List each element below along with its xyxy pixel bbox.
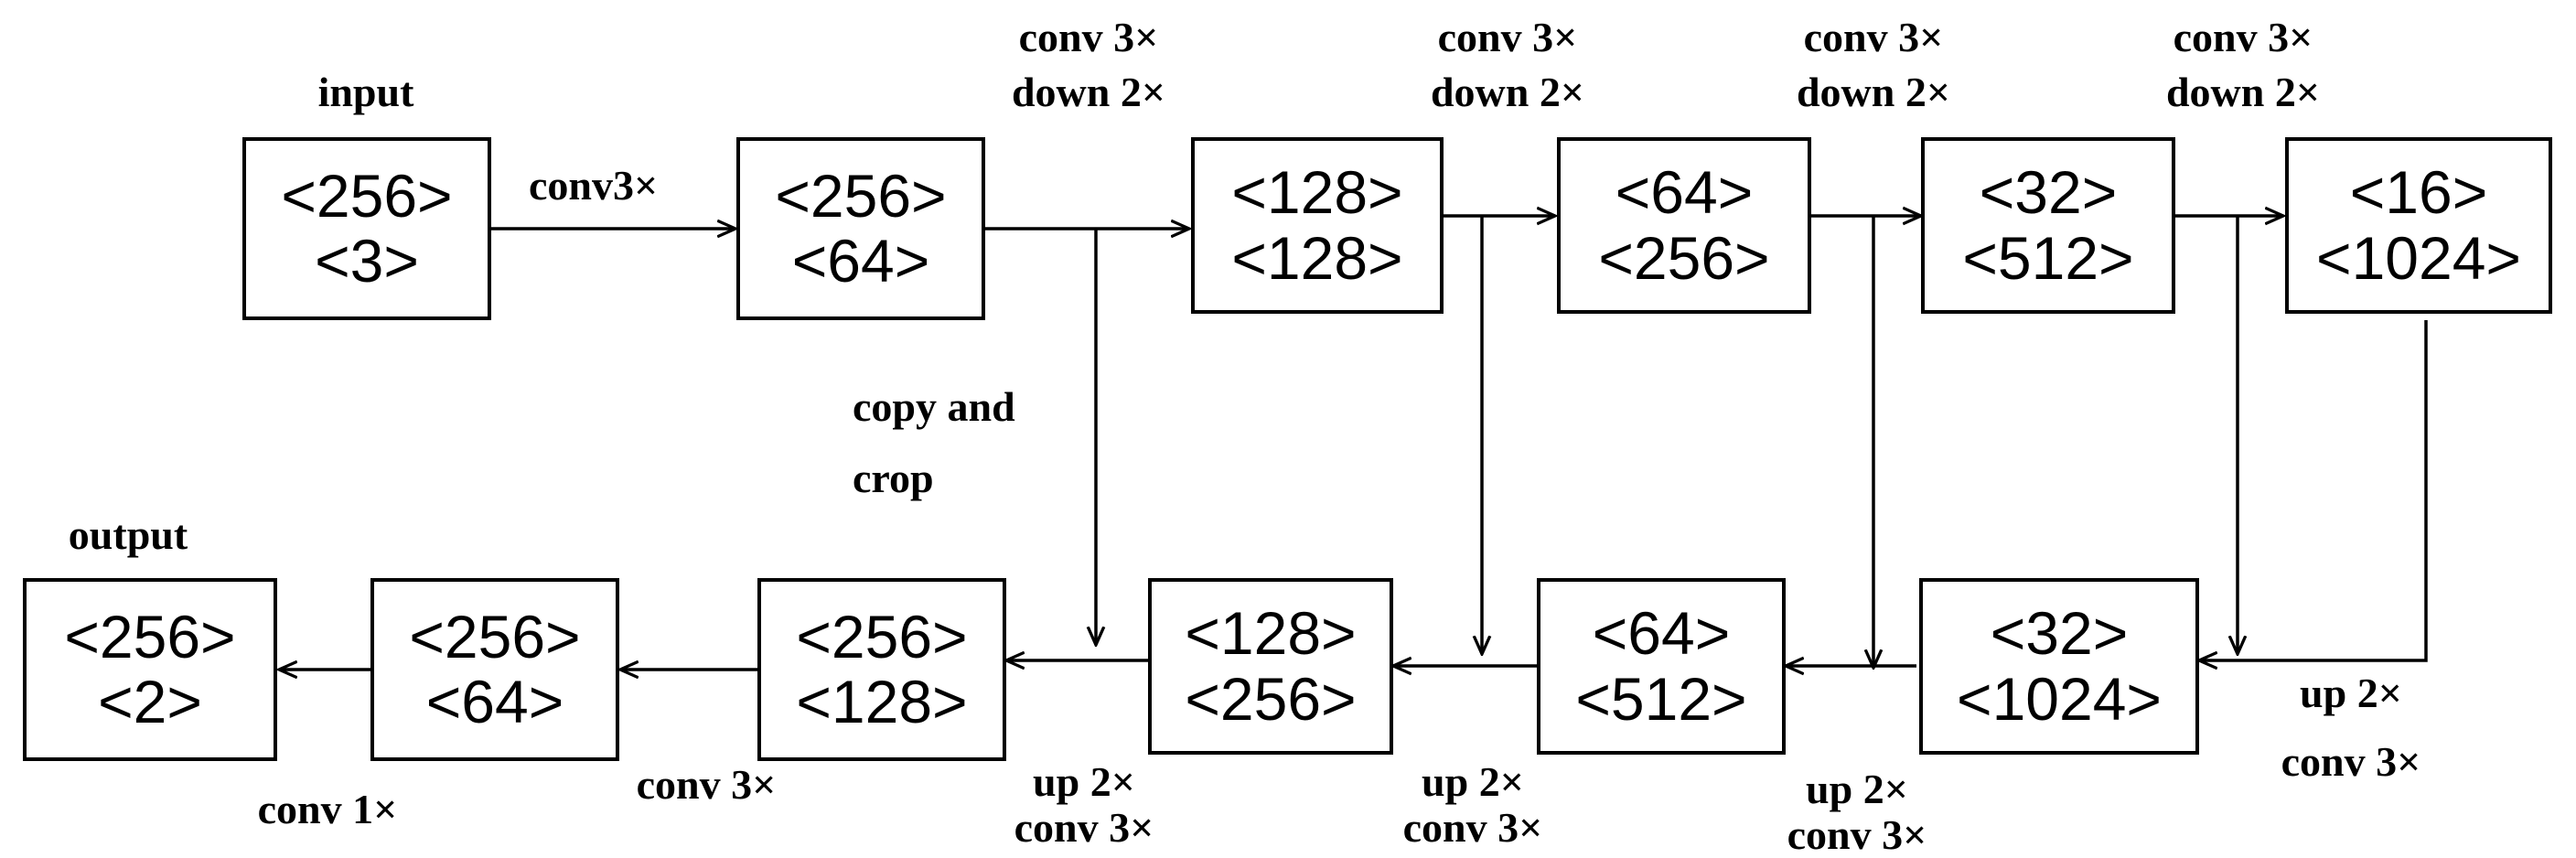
block-channels: <64> [791, 227, 930, 295]
block-size: <32> [1979, 158, 2118, 227]
block-channels: <64> [425, 668, 564, 735]
arrow-e6-d6 [2199, 320, 2428, 660]
encoder-block-5: <32> <512> [1921, 137, 2175, 314]
block-channels: <1024> [1957, 664, 2162, 733]
decoder-block-2: <256> <64> [370, 578, 619, 761]
label-down4-down: down 2× [2165, 69, 2321, 115]
label-down3-conv: conv 3× [1803, 14, 1944, 60]
block-size: <128> [1231, 158, 1403, 227]
block-size: <64> [1592, 599, 1731, 668]
block-channels: <256> [1185, 664, 1357, 733]
block-size: <64> [1615, 158, 1754, 227]
block-size: <256> [64, 602, 236, 670]
label-copy-crop-2: crop [853, 455, 934, 501]
decoder-block-4: <128> <256> [1148, 578, 1393, 755]
encoder-block-4: <64> <256> [1557, 137, 1811, 314]
label-dec-conv3: conv 3× [636, 761, 777, 808]
block-size: <256> [796, 602, 968, 670]
block-channels: <1024> [2316, 223, 2521, 292]
output-title: output [68, 511, 188, 558]
label-down1-down: down 2× [1011, 69, 1166, 115]
label-copy-crop-1: copy and [853, 383, 1015, 430]
label-up1-up: up 2× [1033, 758, 1135, 805]
encoder-block-1: <256> <3> [242, 137, 491, 320]
block-size: <256> [409, 602, 581, 670]
encoder-block-6: <16> <1024> [2285, 137, 2552, 314]
decoder-block-output: <256> <2> [23, 578, 277, 761]
label-up3-up: up 2× [1806, 766, 1908, 812]
label-up4-up: up 2× [2300, 670, 2402, 716]
encoder-block-3: <128> <128> [1191, 137, 1444, 314]
label-down2-down: down 2× [1430, 69, 1585, 115]
block-channels: <512> [1962, 223, 2134, 292]
block-size: <32> [1990, 599, 2129, 668]
label-down2-conv: conv 3× [1437, 14, 1578, 60]
block-size: <128> [1185, 599, 1357, 668]
decoder-block-5: <64> <512> [1537, 578, 1786, 755]
block-size: <256> [775, 161, 947, 230]
block-size: <16> [2349, 158, 2488, 227]
block-channels: <128> [1231, 223, 1403, 292]
label-dec-conv1: conv 1× [257, 786, 398, 832]
label-up2-up: up 2× [1422, 758, 1524, 805]
block-channels: <256> [1598, 223, 1770, 292]
block-channels: <3> [315, 227, 419, 295]
label-down3-down: down 2× [1796, 69, 1951, 115]
label-up4-conv: conv 3× [2281, 738, 2421, 785]
block-size: <256> [281, 161, 453, 230]
decoder-block-6: <32> <1024> [1919, 578, 2199, 755]
decoder-block-3: <256> <128> [757, 578, 1006, 761]
label-up2-conv: conv 3× [1402, 804, 1543, 851]
label-down1-conv: conv 3× [1018, 14, 1159, 60]
label-up1-conv: conv 3× [1014, 804, 1154, 851]
block-channels: <128> [796, 668, 968, 735]
label-first-conv: conv3× [529, 162, 659, 209]
label-down4-conv: conv 3× [2173, 14, 2313, 60]
input-title: input [317, 69, 414, 115]
label-up3-conv: conv 3× [1787, 811, 1927, 858]
block-channels: <512> [1575, 664, 1747, 733]
encoder-block-2: <256> <64> [736, 137, 985, 320]
block-channels: <2> [98, 668, 202, 735]
